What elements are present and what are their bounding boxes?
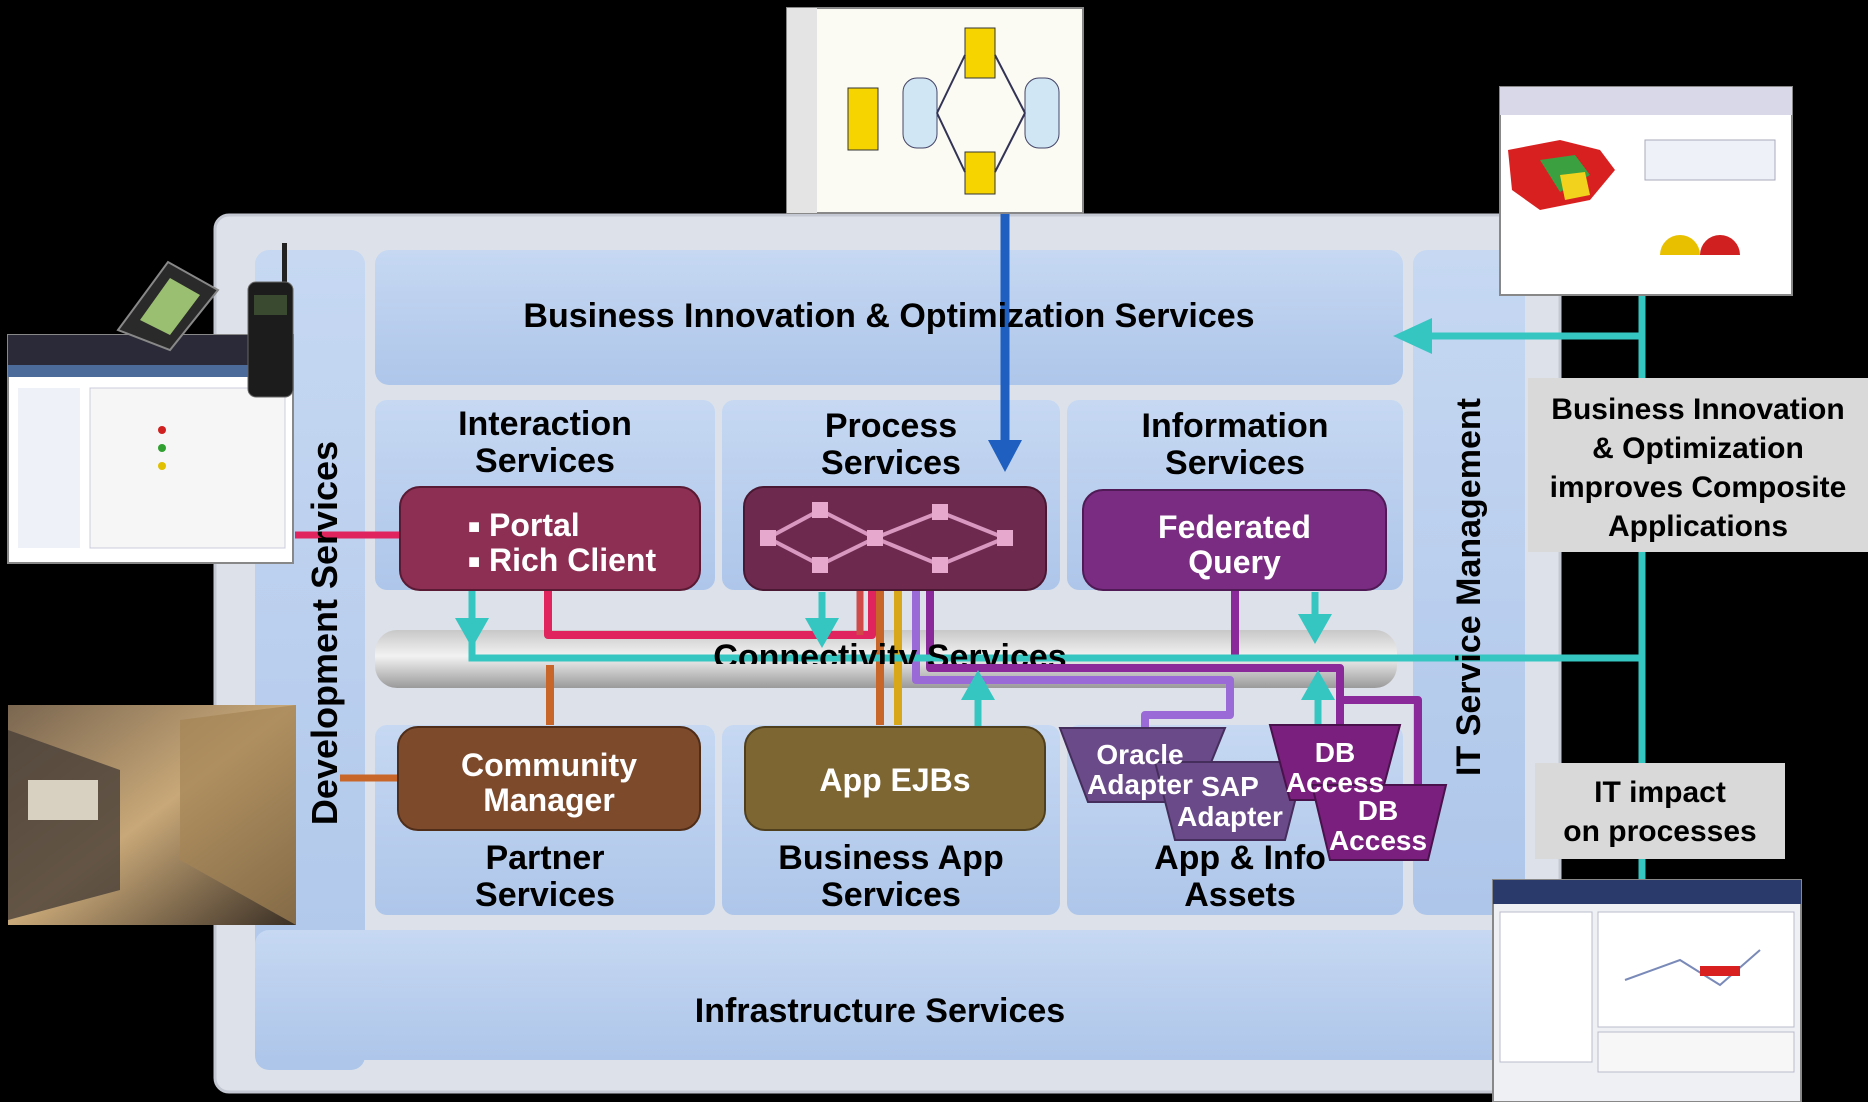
app-ejbs-label: App EJBs <box>819 762 971 798</box>
system-manager-screenshot <box>1492 879 1802 1102</box>
infrastructure-layer-title: Infrastructure Services <box>694 992 1066 1030</box>
blue-arrow-head <box>988 440 1022 472</box>
process-modeler-screenshot <box>786 7 1084 214</box>
process-flow-nodes <box>760 502 1013 573</box>
interaction-component-label: ■ Portal ■ Rich Client <box>468 507 657 578</box>
cyan-arrowheads <box>455 318 1432 700</box>
bio-callout-text: Business Innovation& Optimization improv… <box>1549 393 1847 543</box>
sap-adapter-shape <box>1153 761 1307 841</box>
information-component <box>1082 489 1387 591</box>
dashboard-map-screenshot <box>1499 86 1793 296</box>
portal-label: Portal <box>488 507 580 543</box>
connectivity-layer-title: Connectivity Services <box>713 640 1067 664</box>
infrastructure-panel <box>255 930 1525 1060</box>
performance-workplace-screenshot <box>7 334 294 564</box>
it-impact-callout-box <box>1535 763 1785 859</box>
it-service-layer-title: IT Service Management <box>1450 398 1488 776</box>
partner-component <box>397 726 701 831</box>
bio-panel <box>375 250 1403 385</box>
business-app-component <box>744 726 1046 831</box>
connector-lines <box>295 531 1422 785</box>
cyan-arrow-up-app-info <box>1301 670 1335 700</box>
bio-callout-box <box>1528 378 1868 552</box>
rich-client-label: Rich Client <box>488 541 657 578</box>
interaction-component <box>399 486 701 591</box>
cyan-arrow-left-bio <box>1393 318 1432 354</box>
cyan-arrow-down-process <box>805 618 839 648</box>
pda-device-icon <box>116 260 220 352</box>
db-access-2-shape <box>1310 784 1448 861</box>
it-service-panel <box>1413 250 1525 915</box>
bio-layer-title: Business Innovation & Optimization Servi… <box>523 297 1255 335</box>
cyan-arrow-down-interaction <box>455 618 489 648</box>
development-layer-title: Development Services <box>304 440 345 826</box>
cyan-arrow-up-business-app <box>961 670 995 700</box>
cyan-arrow-down-information <box>1298 614 1332 644</box>
cordless-phone-icon <box>247 243 294 398</box>
warehouse-photo <box>8 705 296 925</box>
